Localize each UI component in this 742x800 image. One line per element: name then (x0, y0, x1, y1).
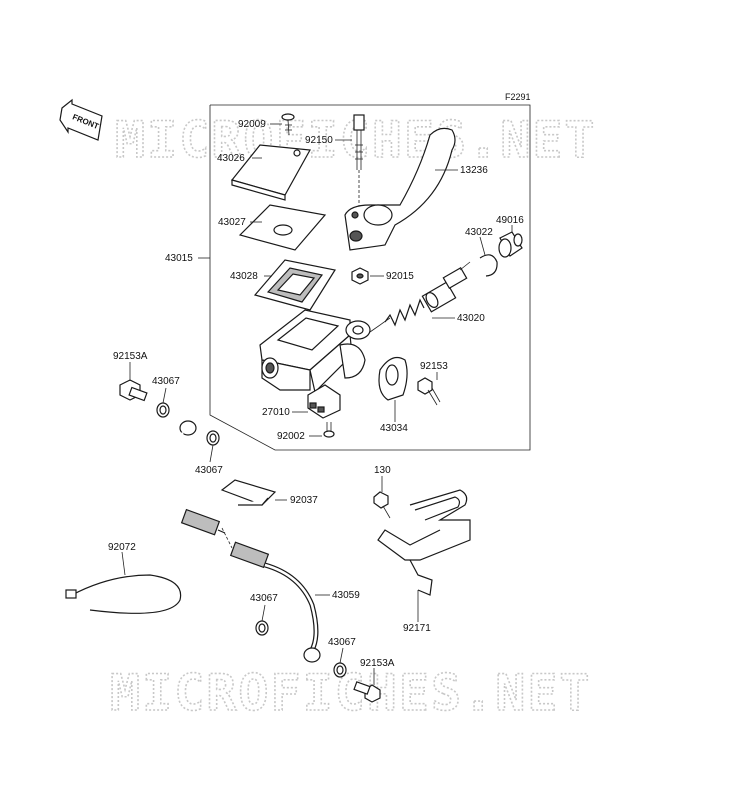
label-43067-d: 43067 (328, 637, 356, 648)
label-92153: 92153 (420, 361, 448, 372)
bolt-92153 (417, 377, 441, 406)
bracket-92171 (377, 489, 471, 596)
label-43026: 43026 (217, 153, 245, 164)
hose-clamp-92037 (220, 479, 277, 506)
diaphragm-43028 (253, 259, 336, 311)
bolt-130 (373, 491, 391, 519)
label-43015: 43015 (165, 253, 193, 264)
washer-43067-a (156, 402, 170, 418)
washer-43067-d (333, 662, 347, 678)
watermark-bottom: MICROFICHES.NET (110, 664, 592, 722)
master-cylinder-body (259, 309, 371, 394)
label-92171: 92171 (403, 623, 431, 634)
label-43067-b: 43067 (195, 465, 223, 476)
label-49016: 49016 (496, 215, 524, 226)
reservoir-cap-43026 (230, 144, 311, 201)
label-92037: 92037 (290, 495, 318, 506)
label-92072: 92072 (108, 542, 136, 553)
label-92009: 92009 (238, 119, 266, 130)
brake-switch-27010 (307, 384, 341, 419)
washer-43067-c (255, 620, 269, 636)
cable-band-92072 (65, 574, 182, 614)
label-92002: 92002 (277, 431, 305, 442)
label-13236: 13236 (460, 165, 488, 176)
label-43034: 43034 (380, 423, 408, 434)
label-92150: 92150 (305, 135, 333, 146)
circlip-43022 (479, 254, 498, 277)
label-43022: 43022 (465, 227, 493, 238)
label-43020: 43020 (457, 313, 485, 324)
label-130: 130 (374, 465, 391, 476)
label-43067-c: 43067 (250, 593, 278, 604)
diaphragm-plate-43027 (238, 204, 327, 251)
figure-code: F2291 (505, 92, 531, 102)
piston-kit-43020 (369, 261, 471, 333)
label-43028: 43028 (230, 271, 258, 282)
washer-43067-b (206, 430, 220, 446)
label-27010: 27010 (262, 407, 290, 418)
label-43059: 43059 (332, 590, 360, 601)
label-43067-a: 43067 (152, 376, 180, 387)
label-43027: 43027 (218, 217, 246, 228)
front-arrow-icon: FRONT (59, 98, 103, 141)
label-92153a-top: 92153A (113, 351, 148, 362)
nut-92015 (351, 267, 369, 285)
dust-boot-49016 (498, 231, 523, 258)
label-92015: 92015 (386, 271, 414, 282)
brake-hose-43059 (153, 420, 321, 663)
label-92153a-bottom: 92153A (360, 658, 395, 669)
assembly-outline (209, 104, 531, 451)
banjo-bolt-92153a-bottom (353, 681, 381, 703)
brake-lever-13236 (344, 127, 456, 251)
clamp-43034 (378, 357, 408, 401)
screw-92002 (323, 422, 335, 438)
pivot-bolt-92150 (353, 114, 365, 210)
screw-92009 (281, 113, 295, 136)
banjo-bolt-92153a-top (119, 379, 148, 402)
